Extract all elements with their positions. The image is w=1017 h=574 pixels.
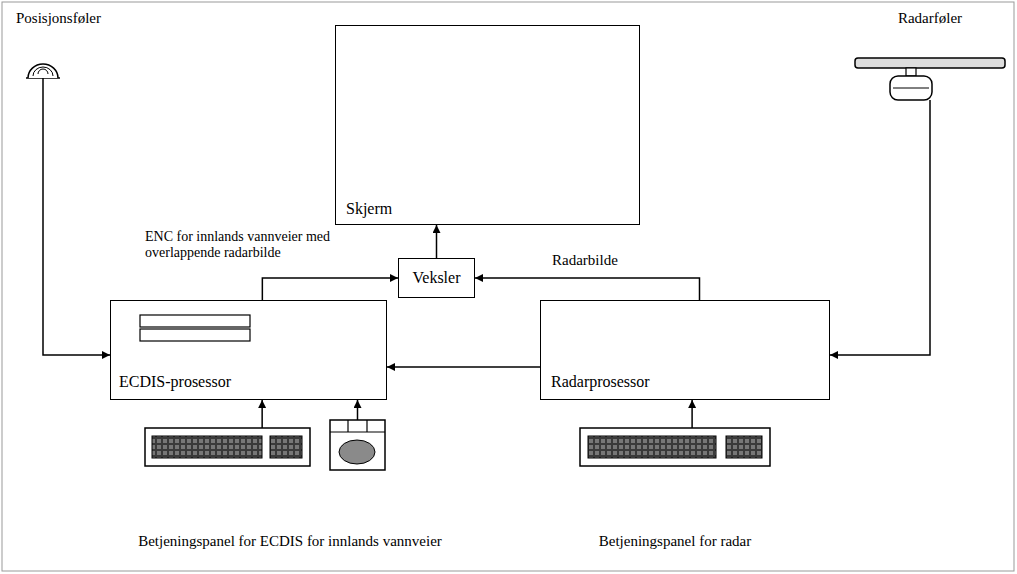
- node-text: ECDIS-prosessor: [119, 373, 231, 391]
- position-sensor-icon: [26, 64, 60, 78]
- node-text: Posisjonsføler: [16, 10, 101, 27]
- device-icon-group: Betjeningspanel for radar: [560, 415, 790, 555]
- device-icon-group: Posisjonsføler: [12, 6, 124, 82]
- radar-antenna-icon: [855, 58, 1005, 100]
- device-icon-group: Betjeningspanel for ECDIS for innlands v…: [115, 415, 465, 555]
- process-box: Veksler: [398, 258, 475, 298]
- connector-arrow: [830, 100, 930, 355]
- node-text: Skjerm: [346, 200, 392, 218]
- process-box: Radarprosessor: [540, 300, 830, 400]
- process-box: ECDIS-prosessor: [110, 300, 387, 400]
- keyboard-icon: [145, 428, 310, 466]
- connector-arrow: [357, 400, 359, 420]
- node-text: Veksler: [413, 269, 461, 287]
- connector-arrow: [262, 278, 398, 300]
- node-text: Betjeningspanel for radar: [560, 533, 790, 550]
- node-text: Radarføler: [850, 10, 1010, 27]
- mouse-icon: [330, 420, 385, 470]
- device-icon-group: Radarføler: [850, 6, 1010, 102]
- node-text: Radarprosessor: [551, 373, 650, 391]
- process-box: Skjerm: [335, 25, 640, 225]
- edge-label: ENC for innlands vannveier med overlappe…: [145, 229, 380, 261]
- ecdis-display-symbol: [140, 315, 250, 341]
- keyboard-icon: [580, 428, 770, 466]
- connector-arrow: [475, 278, 700, 300]
- connector-arrow: [43, 78, 110, 355]
- connector-arrow: [387, 366, 540, 368]
- connector-arrow: [261, 400, 263, 428]
- connector-arrow: [691, 400, 693, 428]
- connector-arrow: [436, 225, 438, 258]
- node-text: Betjeningspanel for ECDIS for innlands v…: [115, 533, 465, 550]
- edge-label: Radarbilde: [552, 252, 618, 268]
